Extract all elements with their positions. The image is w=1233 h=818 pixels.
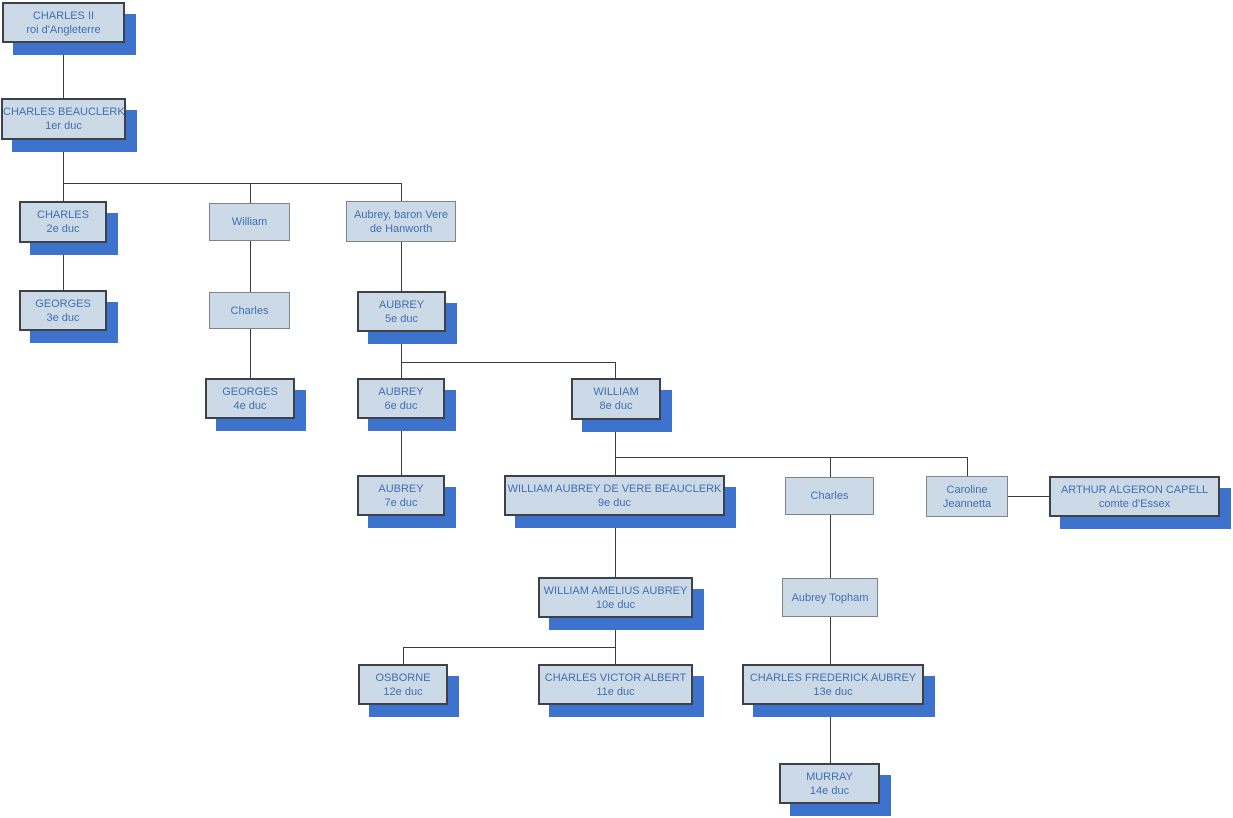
node-name: WILLIAM AMELIUS AUBREY	[543, 584, 688, 597]
node-name: CHARLES BEAUCLERK	[3, 106, 125, 118]
node-subtitle: 2e duc	[46, 223, 80, 235]
connector-line	[250, 329, 251, 378]
node-name: WILLIAM AUBREY DE VERE BEAUCLERK	[507, 482, 722, 495]
node-name: MURRAY	[806, 770, 853, 783]
node-name: William	[231, 216, 268, 228]
connector-line	[615, 362, 616, 378]
connector-line	[615, 457, 616, 475]
node-name: Aubrey Topham	[791, 591, 869, 604]
connector-line	[830, 515, 831, 578]
connector-line	[250, 241, 251, 292]
connector-line	[63, 243, 64, 290]
connector-line	[615, 516, 616, 577]
node-subtitle: 6e duc	[384, 399, 418, 412]
node-name: Charles	[810, 490, 849, 502]
node-name: GEORGES	[35, 297, 91, 310]
node-name: CHARLES II	[32, 9, 95, 22]
node-subtitle: 11e duc	[596, 685, 635, 698]
node-name: CHARLES FREDERICK AUBREY	[749, 671, 917, 684]
connector-line	[615, 618, 616, 647]
tree-node-charles-son-william: Charles	[209, 292, 290, 329]
connector-line	[830, 705, 831, 763]
connector-line	[63, 43, 64, 98]
connector-line	[401, 183, 402, 201]
node-name: OSBORNE	[375, 671, 431, 684]
node-name: CHARLES	[37, 209, 89, 221]
node-subtitle: 8e duc	[599, 400, 633, 412]
node-subtitle: 12e duc	[383, 685, 423, 698]
node-subtitle: de Hanworth	[369, 222, 433, 235]
node-subtitle: 7e duc	[384, 496, 418, 509]
connector-line	[401, 362, 616, 363]
connector-line	[830, 617, 831, 664]
node-subtitle: 14e duc	[809, 784, 850, 797]
connector-line	[63, 183, 402, 184]
node-subtitle: 10e duc	[595, 598, 636, 611]
connector-line	[401, 362, 402, 378]
connector-line	[401, 332, 402, 362]
node-name: Charles	[230, 304, 269, 317]
node-subtitle: comte d'Essex	[1098, 497, 1171, 510]
connector-line	[401, 242, 402, 291]
node-name: Aubrey, baron Vere	[354, 208, 448, 221]
node-subtitle: roi d'Angleterre	[26, 23, 101, 36]
connector-line	[967, 457, 968, 476]
node-name: AUBREY	[378, 298, 425, 311]
node-subtitle: 13e duc	[813, 685, 853, 698]
connector-line	[1008, 496, 1049, 497]
connector-line	[63, 140, 64, 183]
connector-line	[830, 457, 831, 477]
tree-node-william: William	[209, 203, 290, 241]
node-subtitle: 4e duc	[233, 399, 267, 412]
node-subtitle: Jeannetta	[942, 497, 992, 510]
connector-line	[615, 420, 616, 457]
tree-node-charles-beauclerk-1: CHARLES BEAUCLERK 1er duc	[1, 98, 126, 140]
node-name: WILLIAM	[593, 386, 639, 398]
connector-line	[403, 647, 404, 664]
connector-line	[615, 647, 616, 664]
tree-node-william-8: WILLIAM 8e duc	[571, 378, 661, 420]
node-subtitle: 9e duc	[597, 496, 632, 509]
node-subtitle: 3e duc	[46, 311, 80, 324]
node-subtitle: 5e duc	[384, 312, 419, 325]
connector-line	[401, 419, 402, 475]
connector-line	[63, 183, 64, 201]
tree-node-aubrey-topham: Aubrey Topham	[782, 578, 878, 617]
node-name: ARTHUR ALGERON CAPELL	[1060, 483, 1209, 496]
node-name: CHARLES VICTOR ALBERT	[544, 671, 687, 684]
node-name: AUBREY	[378, 385, 424, 398]
connector-line	[615, 457, 967, 458]
connector-line	[250, 183, 251, 203]
tree-node-charles-son-8: Charles	[785, 477, 874, 515]
node-name: AUBREY	[378, 482, 424, 495]
node-name: Caroline	[946, 483, 988, 496]
node-name: GEORGES	[222, 385, 278, 398]
tree-node-charles-2: CHARLES 2e duc	[19, 201, 107, 243]
node-subtitle: 1er duc	[45, 120, 82, 132]
connector-line	[403, 647, 615, 648]
